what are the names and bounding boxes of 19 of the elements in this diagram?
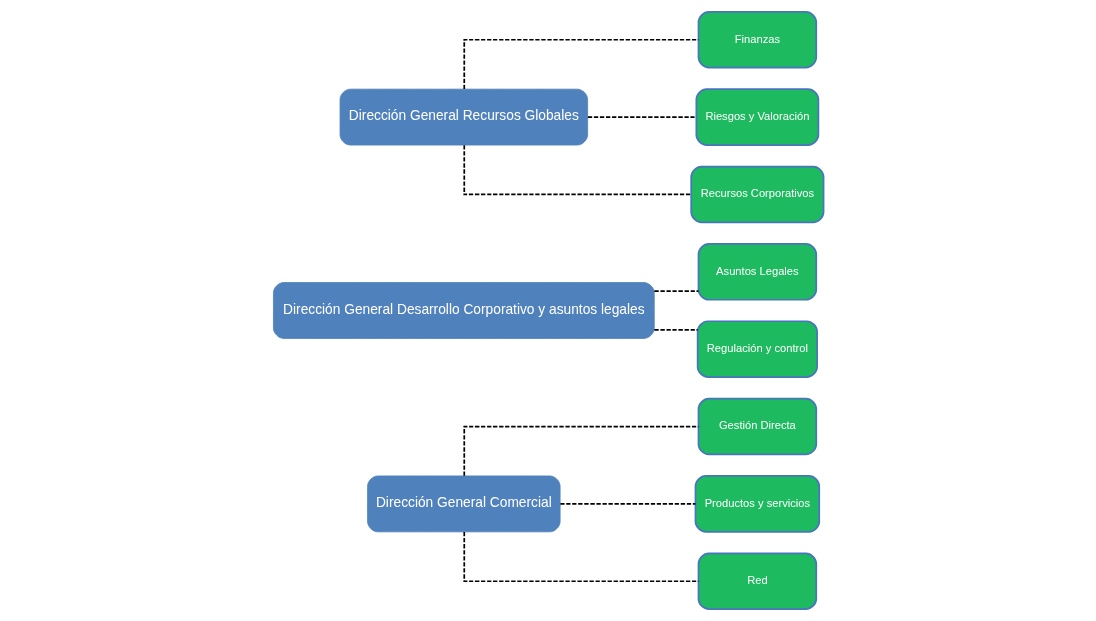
connector bbox=[462, 144, 692, 196]
node-box: Riesgos y Valoración bbox=[695, 88, 819, 146]
node-box: Recursos Corporativos bbox=[689, 165, 824, 224]
node-box: Dirección General Comercial bbox=[366, 475, 561, 533]
node-box: Red bbox=[697, 552, 817, 611]
connector bbox=[586, 116, 697, 118]
connector bbox=[652, 290, 699, 293]
node-box: Dirección General Desarrollo Corporativo y asuntos legales bbox=[272, 282, 655, 339]
connector bbox=[462, 425, 699, 477]
node-box: Asuntos Legales bbox=[697, 243, 817, 301]
node-box: Productos y servicios bbox=[694, 475, 820, 533]
node-box: Regulación y control bbox=[696, 320, 818, 378]
node-box: Dirección General Recursos Globales bbox=[339, 88, 588, 146]
connector bbox=[462, 38, 699, 90]
node-box: Finanzas bbox=[697, 10, 817, 69]
connector bbox=[559, 503, 696, 505]
connector bbox=[652, 328, 698, 331]
connector bbox=[462, 531, 699, 583]
node-box: Gestión Directa bbox=[697, 397, 817, 456]
